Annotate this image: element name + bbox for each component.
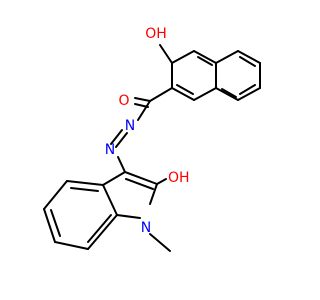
bond — [176, 84, 194, 95]
hydroxy-label-top: OH — [145, 26, 167, 42]
bond — [116, 214, 141, 219]
bond — [87, 214, 118, 250]
bond — [102, 184, 118, 216]
bond — [43, 208, 56, 243]
carbonyl-oxygen-label: O — [118, 93, 129, 109]
bond — [237, 50, 261, 64]
bond — [171, 50, 195, 64]
bond — [125, 178, 154, 190]
bond — [54, 241, 89, 250]
bond — [221, 88, 237, 98]
bond — [237, 87, 261, 101]
atom-labels: OH O N N OH N — [105, 26, 190, 236]
bond — [239, 84, 256, 95]
bond — [193, 87, 217, 101]
ring-nitrogen-label: N — [141, 220, 151, 236]
bond — [149, 183, 158, 205]
bond — [215, 50, 239, 64]
bonds — [43, 44, 261, 252]
bond — [50, 209, 61, 237]
bond — [43, 180, 68, 210]
bond — [117, 156, 126, 173]
bond — [110, 129, 123, 145]
bond — [193, 50, 217, 64]
bond — [171, 87, 195, 101]
bond — [102, 171, 126, 186]
bond — [87, 214, 112, 243]
bond — [149, 233, 171, 252]
azo-nitrogen-label-1: N — [125, 118, 135, 134]
azo-nitrogen-label-2: N — [105, 142, 115, 158]
bond — [215, 87, 239, 101]
bond — [159, 44, 173, 64]
bond — [156, 178, 167, 185]
molecule-structure: OH O N N OH N — [43, 26, 261, 252]
bond — [134, 97, 151, 102]
bond — [197, 56, 213, 66]
hydroxy-label-indole: OH — [168, 170, 190, 186]
bond — [66, 180, 104, 186]
bond — [115, 132, 128, 148]
bond — [239, 56, 256, 67]
bond — [149, 87, 173, 102]
bond — [70, 187, 99, 192]
bond — [137, 100, 151, 121]
bond — [124, 171, 158, 185]
